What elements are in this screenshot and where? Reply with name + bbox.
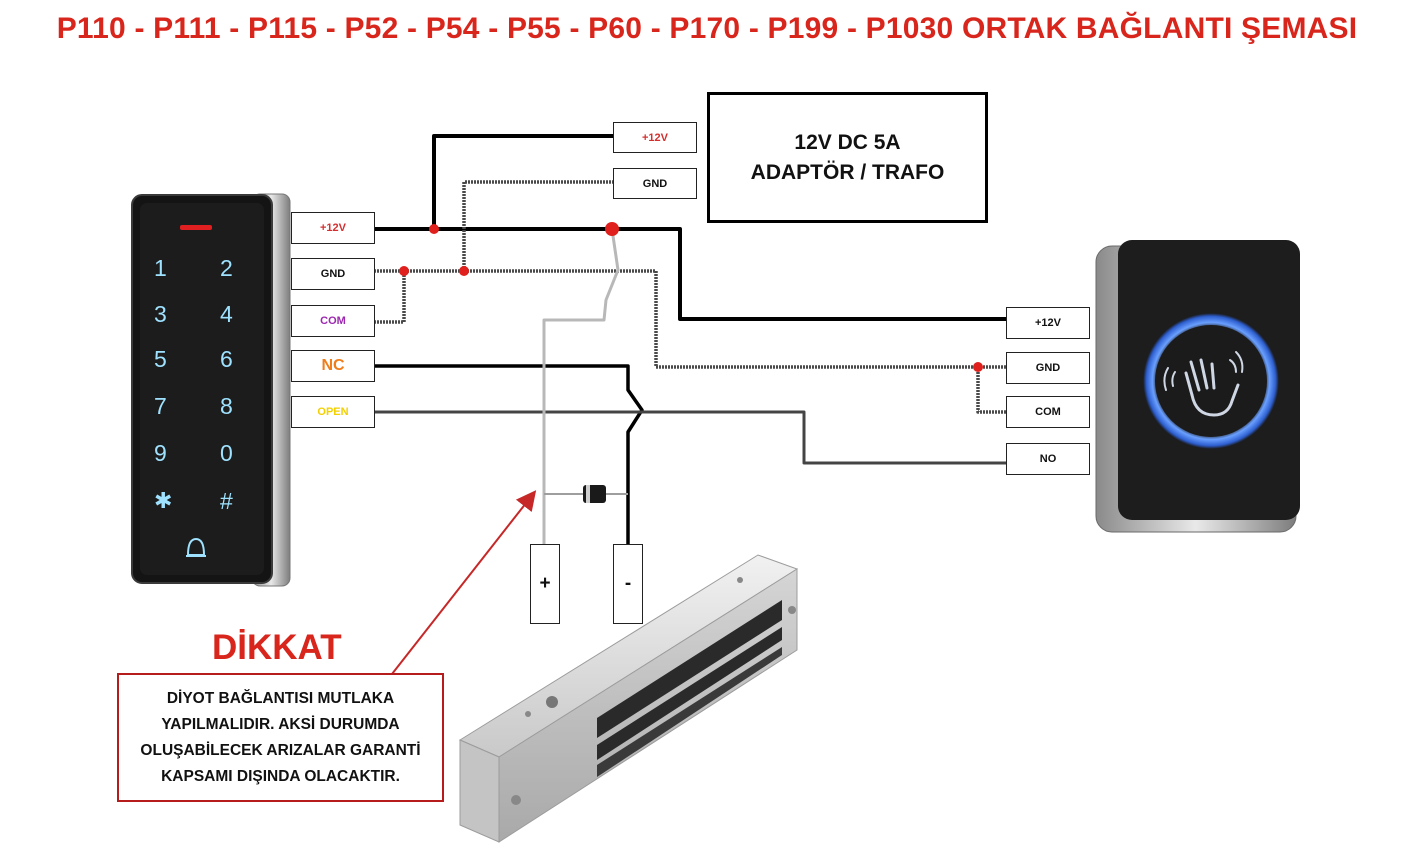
- diode: [583, 485, 606, 503]
- keypad-keys: 1 2 3 4 5 6 7 8 9 0 ✱ #: [140, 250, 264, 520]
- key-7: 7: [154, 393, 167, 419]
- key-star: ✱: [154, 488, 173, 513]
- exit-terminal-12v: +12V: [1006, 307, 1090, 339]
- hand-icon: [1163, 351, 1244, 417]
- key-1: 1: [154, 255, 167, 281]
- keypad-terminal-12v: +12V: [291, 212, 375, 244]
- key-9: 9: [154, 440, 167, 466]
- keypad-terminal-nc: NC: [291, 350, 375, 382]
- keypad-terminal-gnd: GND: [291, 258, 375, 290]
- warning-arrow: [391, 490, 537, 675]
- exit-terminal-com: COM: [1006, 396, 1090, 428]
- keypad-terminal-com: COM: [291, 305, 375, 337]
- key-0: 0: [220, 440, 233, 466]
- power-supply-box: 12V DC 5A ADAPTÖR / TRAFO: [707, 92, 988, 223]
- keypad-terminal-open: OPEN: [291, 396, 375, 428]
- wires: [374, 134, 1006, 545]
- magnetic-lock: [458, 554, 799, 843]
- key-3: 3: [154, 301, 167, 327]
- key-6: 6: [220, 346, 233, 372]
- lock-terminal-plus: +: [530, 544, 560, 624]
- power-supply-type: ADAPTÖR / TRAFO: [750, 160, 945, 184]
- key-hash: #: [220, 488, 233, 514]
- key-4: 4: [220, 301, 233, 327]
- key-2: 2: [220, 255, 233, 281]
- power-supply-spec: 12V DC 5A: [794, 130, 901, 154]
- exit-terminal-no: NO: [1006, 443, 1090, 475]
- keypad-device: [131, 193, 291, 587]
- junction-dots: [399, 222, 983, 372]
- psu-terminal-12v: +12V: [613, 122, 697, 153]
- bell-icon: [186, 537, 206, 557]
- status-led: [180, 225, 212, 230]
- diagram-title: P110 - P111 - P115 - P52 - P54 - P55 - P…: [56, 12, 1358, 45]
- lock-terminal-minus: -: [613, 544, 643, 624]
- warning-heading: DİKKAT: [212, 628, 342, 667]
- exit-button-device: [1095, 240, 1300, 533]
- psu-terminal-gnd: GND: [613, 168, 697, 199]
- key-5: 5: [154, 346, 167, 372]
- warning-box: DİYOT BAĞLANTISI MUTLAKA YAPILMALIDIR. A…: [117, 673, 444, 802]
- exit-terminal-gnd: GND: [1006, 352, 1090, 384]
- warning-text: DİYOT BAĞLANTISI MUTLAKA YAPILMALIDIR. A…: [140, 689, 421, 785]
- key-8: 8: [220, 393, 233, 419]
